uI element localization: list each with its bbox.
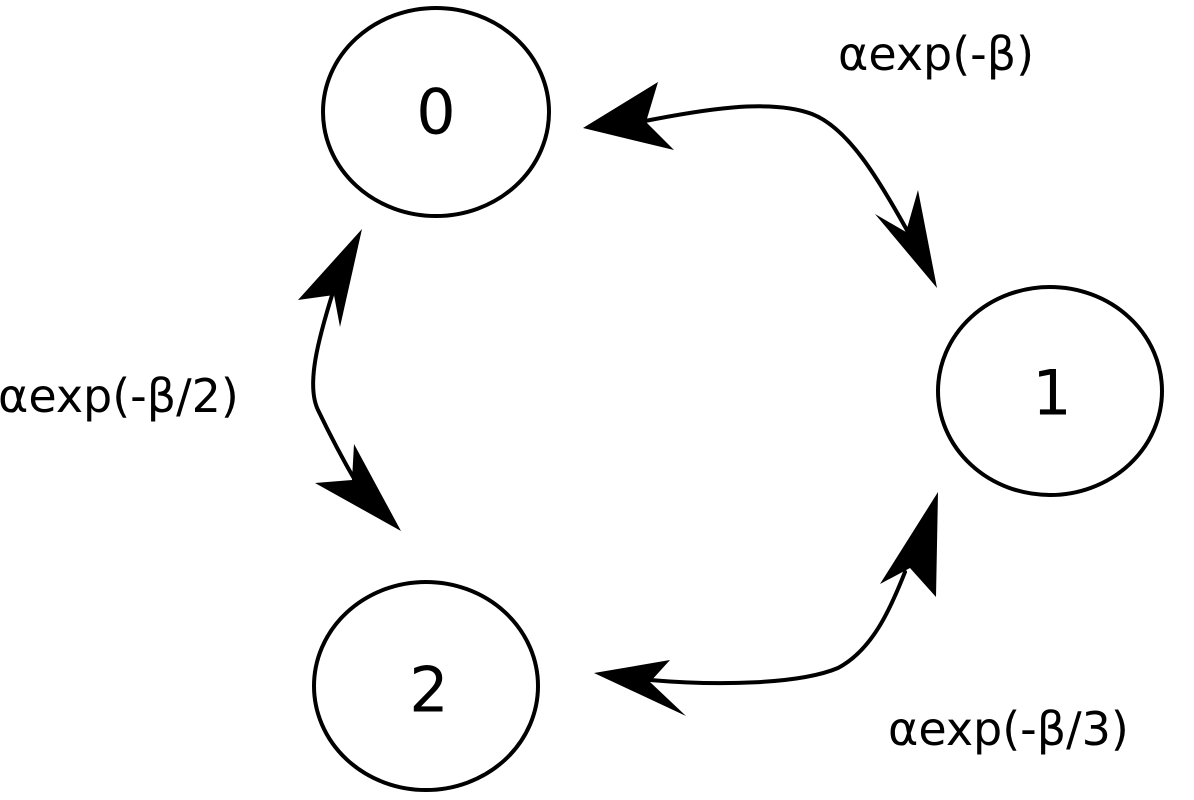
node-1: 1 — [936, 285, 1164, 497]
arrowhead-into-node-0 — [583, 82, 674, 150]
edge-2-1: αexp(-β/3) — [594, 492, 1129, 756]
edge-0-2-label: αexp(-β/2) — [0, 369, 239, 423]
arrowhead-into-node-2 — [315, 444, 401, 531]
edge-0-1-label: αexp(-β) — [838, 27, 1034, 81]
node-2-circle — [312, 580, 540, 792]
arrowhead-into-node-0-left — [298, 229, 362, 327]
node-1-label: 1 — [1032, 357, 1071, 430]
edge-2-1-line — [648, 570, 907, 686]
edge-2-1-label: αexp(-β/3) — [888, 702, 1129, 756]
arrowhead-into-node-1-bottom — [880, 492, 938, 597]
edge-0-2: αexp(-β/2) — [0, 229, 401, 531]
node-0-label: 0 — [416, 76, 455, 149]
arrowhead-into-node-2-right — [594, 660, 686, 716]
edge-0-2-line — [311, 290, 358, 484]
edge-0-1: αexp(-β) — [583, 27, 1034, 288]
node-2: 2 — [312, 580, 540, 792]
node-2-label: 2 — [409, 654, 448, 727]
arrowhead-into-node-1 — [875, 190, 937, 288]
node-0-circle — [321, 6, 551, 218]
node-1-circle — [936, 285, 1164, 497]
node-0: 0 — [321, 6, 551, 218]
edge-0-1-line — [638, 104, 910, 234]
